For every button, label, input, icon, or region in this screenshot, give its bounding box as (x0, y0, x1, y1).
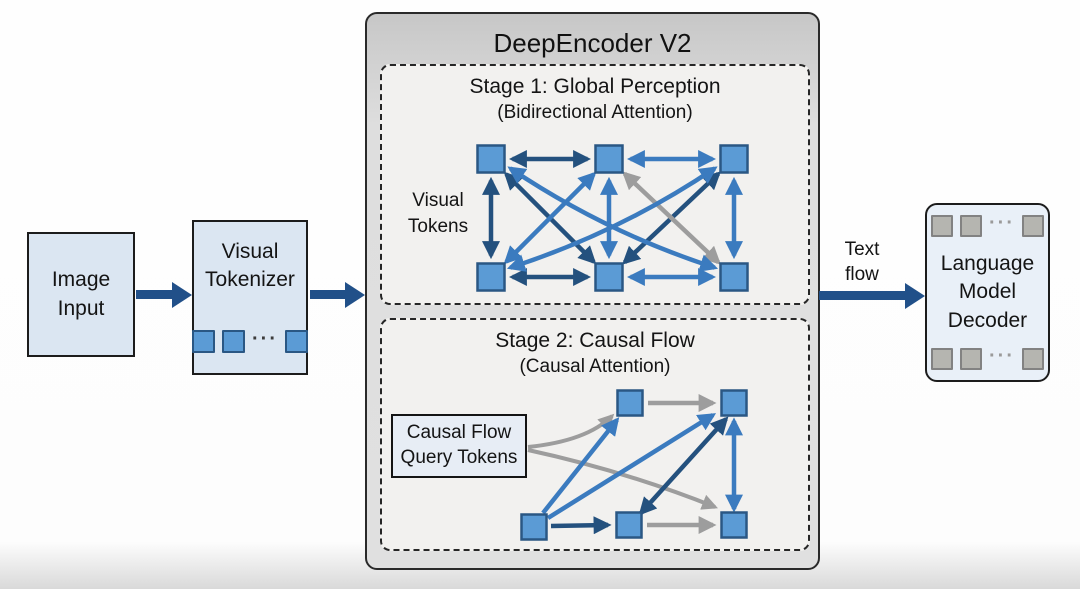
attention-arrow (506, 166, 718, 272)
visual-tokenizer-line1: Visual (221, 240, 279, 263)
image-input-box: Image Input (27, 232, 135, 357)
decoder-token-row-top: ··· (931, 212, 1044, 237)
ellipsis-dots: ··· (252, 327, 278, 350)
attention-arrow (541, 417, 620, 515)
token-square (720, 389, 748, 417)
text-flow-label: Text flow (822, 238, 902, 287)
visual-tokenizer-label: Visual Tokenizer (205, 238, 295, 295)
token-square-gray (960, 215, 983, 237)
query-box-line1: Causal Flow (406, 422, 512, 444)
decoder-token-row-bottom: ··· (931, 345, 1044, 370)
attention-arrow (546, 413, 717, 520)
token-square (476, 144, 506, 174)
deepencoder-container: DeepEncoder V2 Stage 1: Global Perceptio… (365, 12, 820, 570)
stage1-attention-graph (476, 144, 749, 292)
decoder-label: Language Model Decoder (941, 250, 1034, 335)
decoder-line3: Decoder (947, 308, 1028, 332)
decoder-line2: Model (958, 280, 1017, 304)
image-input-line1: Image (51, 268, 111, 292)
decoder-line1: Language (940, 251, 1035, 275)
language-model-decoder-box: ··· Language Model Decoder ··· (925, 203, 1050, 382)
token-square-gray (931, 348, 954, 370)
token-square (222, 330, 246, 353)
query-box-line2: Query Tokens (400, 447, 518, 468)
causal-flow-query-tokens-box: Causal Flow Query Tokens (391, 414, 527, 478)
flow-arrow-tokenizer-to-encoder (310, 290, 345, 299)
image-input-label: Image Input (52, 266, 110, 323)
stage1-subtitle: (Bidirectional Attention) (497, 102, 693, 123)
stage1-box: Stage 1: Global Perception (Bidirectiona… (380, 64, 810, 305)
token-square (594, 144, 624, 174)
token-square (615, 511, 643, 539)
ellipsis-dots: ··· (989, 345, 1015, 367)
attention-arrow (550, 516, 612, 535)
token-square-gray (1022, 348, 1044, 370)
tokenizer-token-row: ··· (192, 327, 308, 353)
token-square (719, 262, 749, 292)
visual-tokenizer-box: Visual Tokenizer ··· (192, 220, 308, 375)
image-input-line2: Input (57, 296, 105, 320)
deepencoder-title: DeepEncoder V2 (493, 28, 692, 58)
token-square (720, 511, 748, 539)
visual-tokenizer-line2: Tokenizer (205, 268, 295, 292)
stage2-box: Stage 2: Causal Flow (Causal Attention) … (380, 318, 810, 551)
ellipsis-dots: ··· (989, 212, 1015, 234)
token-square (616, 389, 644, 417)
token-square (285, 330, 308, 353)
stage2-attention-graph (520, 389, 748, 541)
flow-arrow-input-to-tokenizer (136, 290, 172, 299)
token-square-gray (960, 348, 983, 370)
visual-tokens-label: Visual Tokens (388, 188, 488, 239)
attention-arrow (507, 166, 719, 272)
token-square (476, 262, 506, 292)
attention-arrow (638, 416, 729, 516)
token-square (594, 262, 624, 292)
visual-tokens-line2: Tokens (407, 215, 469, 237)
flow-arrow-encoder-to-decoder (819, 291, 905, 300)
text-flow-line2: flow (845, 263, 879, 285)
token-square (719, 144, 749, 174)
stage2-subtitle: (Causal Attention) (519, 356, 671, 377)
token-square (192, 330, 216, 353)
visual-tokens-line1: Visual (412, 190, 464, 211)
token-square (520, 513, 548, 541)
text-flow-line1: Text (844, 239, 880, 260)
stage1-title: Stage 1: Global Perception (469, 75, 721, 98)
token-square-gray (931, 215, 954, 237)
stage2-title: Stage 2: Causal Flow (495, 329, 695, 352)
token-square-gray (1022, 215, 1044, 237)
